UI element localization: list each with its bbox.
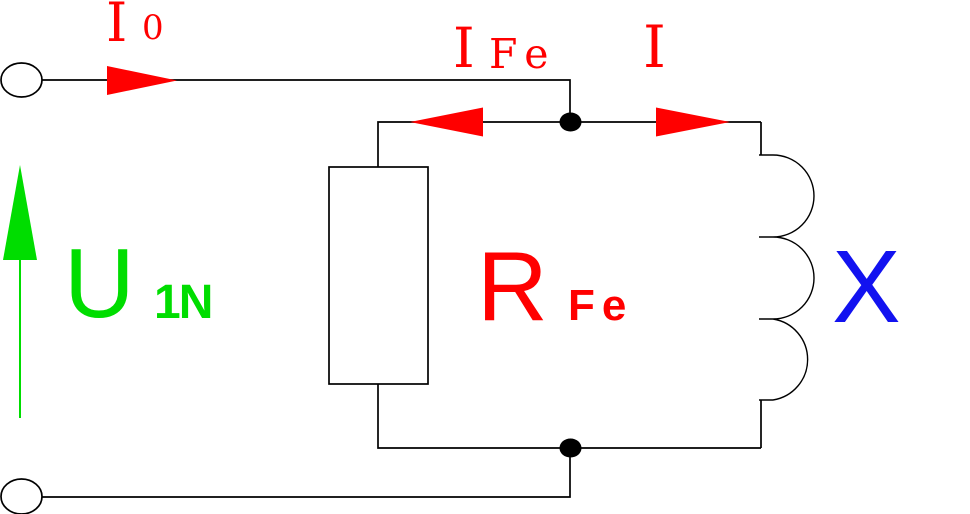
resistor-body: [328, 166, 429, 385]
label-rfe-sub: Fe: [568, 281, 633, 330]
label-ife: I Fe: [453, 16, 557, 80]
terminal-bottom-icon: [0, 478, 43, 514]
label-i0-sub: 0: [142, 8, 164, 48]
label-ife-sub: Fe: [489, 30, 557, 78]
arrow-i-icon: [656, 107, 730, 137]
junction-dot-bottom: [559, 438, 582, 458]
label-i: I: [643, 13, 666, 81]
wire-bottom: [21, 448, 571, 498]
wire-top: [21, 79, 571, 122]
label-x: X: [832, 229, 901, 344]
label-u1n-sub: 1N: [154, 276, 211, 329]
label-ife-main: I: [453, 16, 475, 80]
label-i0-main: I: [106, 0, 127, 54]
label-x-main: X: [832, 229, 901, 344]
label-rfe-main: R: [477, 231, 548, 341]
label-i-main: I: [643, 13, 666, 81]
arrow-ife-icon: [410, 107, 483, 137]
label-i0: I 0: [106, 0, 164, 54]
label-u1n: U 1N: [64, 228, 213, 338]
inductor-coil-icon: [759, 154, 815, 401]
arrow-i0-icon: [107, 66, 177, 95]
terminal-top-icon: [0, 62, 43, 98]
voltage-arrow-icon: [3, 165, 37, 260]
junction-dot-top: [559, 112, 582, 132]
label-u1n-main: U: [64, 228, 135, 338]
wire-branch-bottom: [377, 384, 761, 449]
wire-to-resistor: [377, 121, 570, 167]
label-rfe: R Fe: [477, 231, 633, 341]
